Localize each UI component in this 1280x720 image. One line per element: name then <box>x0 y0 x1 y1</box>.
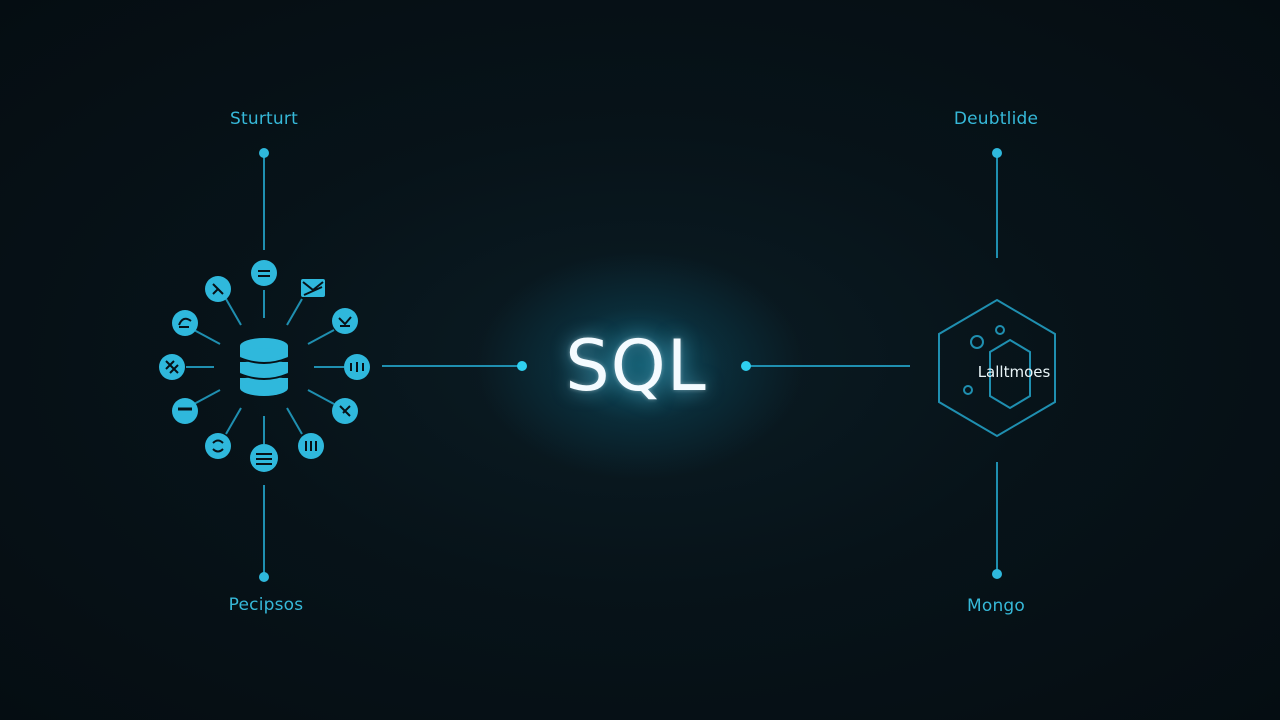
satellite-icon-6 <box>298 433 324 459</box>
sql-title: SQL <box>565 325 707 407</box>
satellite-icon-9 <box>172 398 198 424</box>
satellite-icon-12 <box>205 276 231 302</box>
right-bottom-dot <box>992 569 1002 579</box>
left-top-dot <box>259 148 269 158</box>
hexagon-icon <box>938 298 1056 438</box>
satellite-icon-1 <box>251 260 277 286</box>
satellite-icon-5 <box>332 398 358 424</box>
satellite-icon-4 <box>344 354 370 380</box>
satellite-icon-11 <box>172 310 198 336</box>
satellite-icon-3 <box>332 308 358 334</box>
right-horizontal-dot <box>741 361 751 371</box>
hexagon-node-label: Lalltmoes <box>977 363 1051 381</box>
satellite-icon-7 <box>250 444 278 472</box>
hub-spokes <box>186 290 344 444</box>
label-bottom-left: Pecipsos <box>228 595 304 615</box>
right-top-dot <box>992 148 1002 158</box>
left-bottom-dot <box>259 572 269 582</box>
label-top-right: Deubtlide <box>953 109 1039 129</box>
label-bottom-right: Mongo <box>966 596 1026 616</box>
satellite-icon-2 <box>301 279 325 297</box>
database-stack-icon <box>239 338 289 396</box>
satellite-icon-8 <box>205 433 231 459</box>
label-top-left: Sturturt <box>230 109 298 129</box>
left-horizontal-dot <box>517 361 527 371</box>
satellite-icon-10 <box>159 354 185 380</box>
